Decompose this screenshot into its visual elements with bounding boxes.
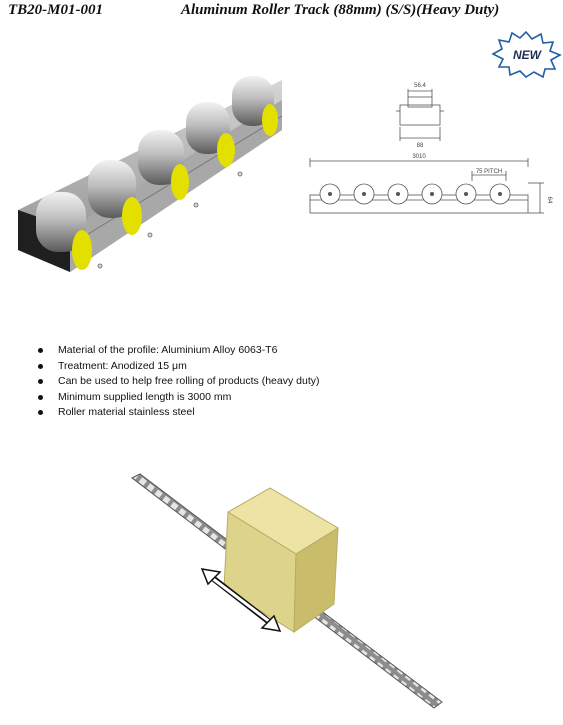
roller [138,130,189,200]
specification-list: Material of the profile: Aluminium Alloy… [34,343,534,421]
roller [88,160,142,235]
roller [232,76,278,136]
new-badge-label: NEW [513,48,543,62]
dim-pitch: 75 PITCH [476,169,502,175]
new-badge-burst [491,30,562,78]
roller-row [319,183,511,205]
roller-track-photo [18,76,282,272]
new-badge: NEW [491,30,562,78]
dim-top-width: 56.4 [414,83,426,89]
dim-length: 3010 [412,154,426,160]
profile-top [407,96,433,108]
page-header: TB20-M01-001 Aluminum Roller Track (88mm… [0,0,563,24]
technical-drawing: 56.4 88 3010 75 PITCH 64 [309,83,552,214]
box [223,487,339,633]
dim-height: 64 [546,197,552,204]
profile-section [399,104,441,126]
spec-item: Minimum supplied length is 3000 mm [34,390,534,406]
spec-item: Can be used to help free rolling of prod… [34,374,534,390]
roller [36,192,92,270]
dim-profile-width: 88 [417,143,424,149]
spec-item: Roller material stainless steel [34,405,534,421]
product-title: Aluminum Roller Track (88mm) (S/S)(Heavy… [181,2,500,18]
direction-arrow [200,568,282,632]
spec-item: Material of the profile: Aluminium Alloy… [34,343,534,359]
usage-render [131,473,443,709]
spec-item: Treatment: Anodized 15 μm [34,359,534,375]
product-code: TB20-M01-001 [8,2,103,18]
track-side-view [309,194,529,214]
roller [186,102,235,167]
